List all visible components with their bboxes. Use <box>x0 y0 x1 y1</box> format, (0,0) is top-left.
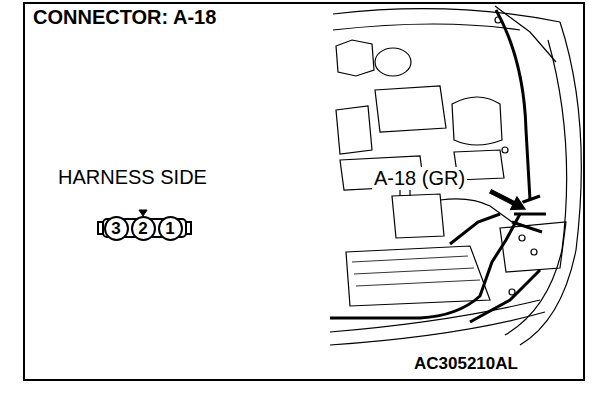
engine-bay <box>330 6 581 345</box>
pin-circle: 2 <box>131 216 156 241</box>
wiring-harness <box>330 10 546 322</box>
pointer-arrow <box>486 183 532 218</box>
pin-number: 1 <box>165 220 174 237</box>
pin-number: 3 <box>111 220 120 237</box>
figure-code: AC305210AL <box>414 354 518 374</box>
pin-number: 2 <box>138 220 147 237</box>
pin-circle: 3 <box>104 216 129 241</box>
pin-circle: 1 <box>158 216 183 241</box>
view-label: HARNESS SIDE <box>58 166 207 189</box>
title: CONNECTOR: A-18 <box>33 6 216 29</box>
connector-callout: A-18 (GR) <box>372 167 467 190</box>
frame <box>24 3 584 380</box>
